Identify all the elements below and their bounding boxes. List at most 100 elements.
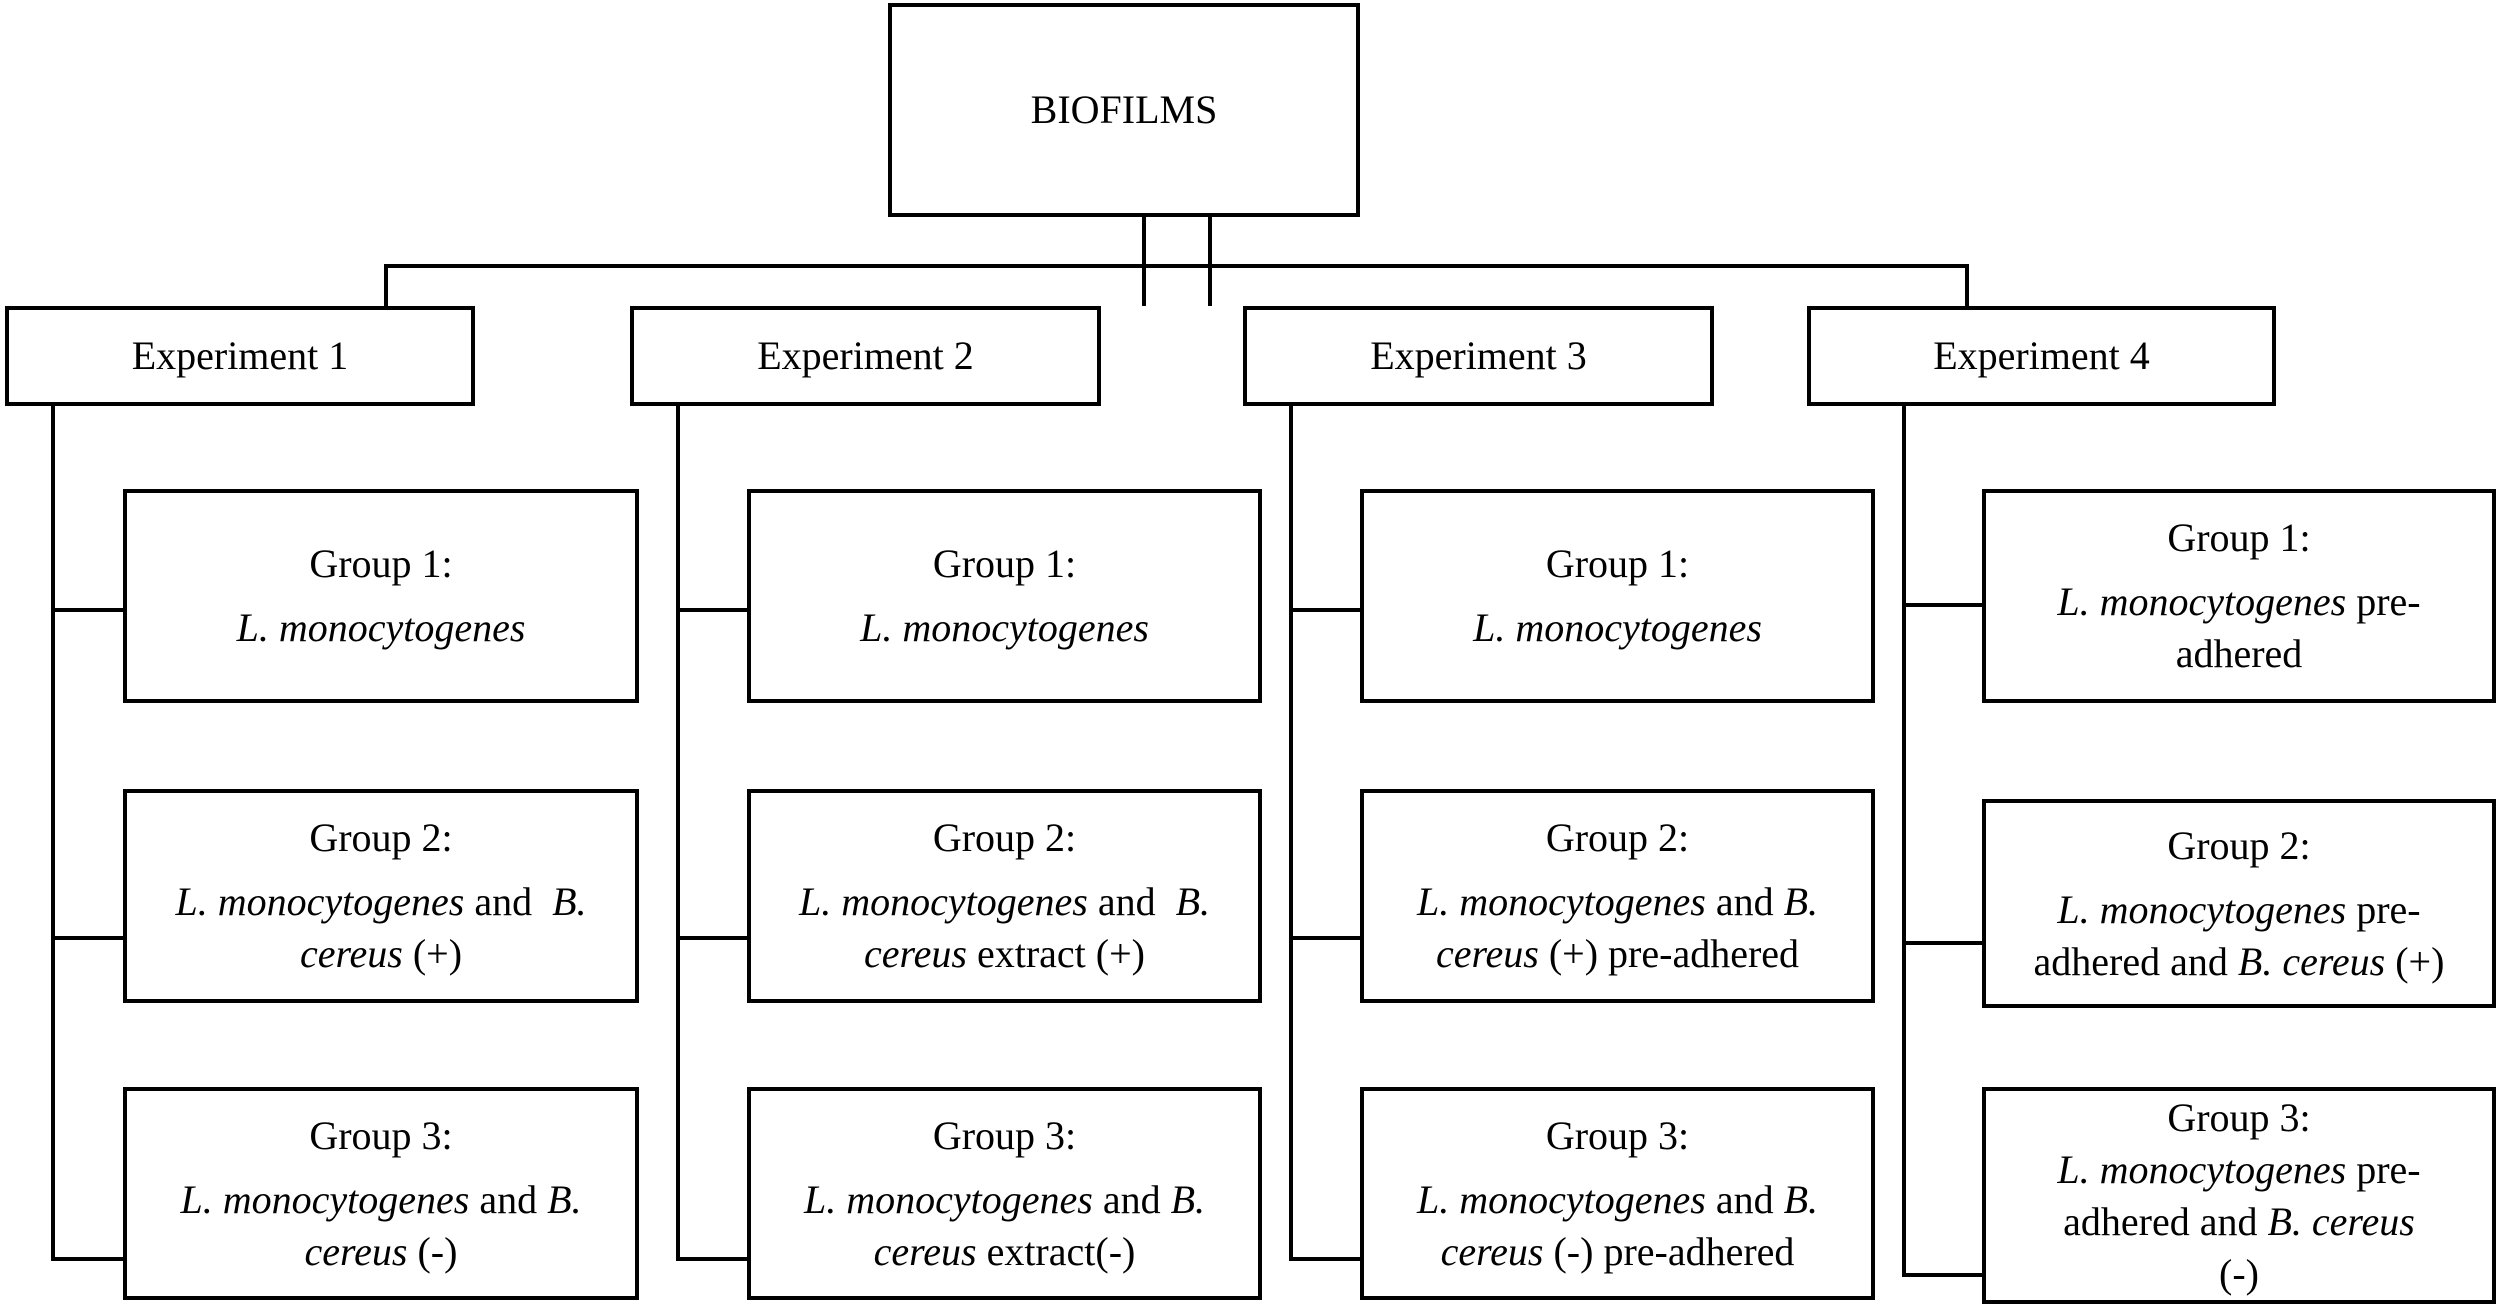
group-title: Group 1: [309,541,453,586]
group-title: Group 2: [2167,822,2311,868]
species-name: L. monocytogenes [860,605,1149,650]
species-name: B. cereus [2237,938,2386,984]
experiment-2-group-2: Group 2:L. monocytogenes and B.cereus ex… [747,789,1262,1003]
group-title: Group 3: [1545,1112,1690,1158]
group-title: Group 2: [309,815,453,860]
experiment-3-group-3-branch [1289,1257,1361,1261]
group-description-line: cereus (+) pre-adhered [1417,928,1818,980]
group-description: L. monocytogenes pre-adhered [2057,576,2420,680]
group-title: Group 1: [2167,515,2311,560]
experiment-3-stem [1208,264,1212,306]
group-description: L. monocytogenes and B.cereus extract (+… [799,876,1210,980]
species-name: B. cereus [2267,1198,2415,1244]
group-description-line: adhered [2057,628,2420,680]
experiment-2-group-1-branch [676,608,748,612]
description-text: (+) [402,931,463,976]
group-description-line: cereus (-) pre-adhered [1417,1226,1818,1278]
experiment-1-label: Experiment 1 [131,333,349,378]
experiment-4-label: Experiment 4 [1933,333,2150,378]
species-name: B. [547,1176,582,1222]
group-description: L. monocytogenes [237,602,526,654]
group-title: Group 3: [932,1112,1077,1158]
experiment-3-group-2: Group 2:L. monocytogenes and B.cereus (+… [1360,789,1875,1003]
description-text: (+) [2385,938,2445,984]
experiment-3-group-3: Group 3: L. monocytogenes and B.cereus (-… [1360,1087,1875,1300]
species-name: B. [1783,1176,1819,1222]
experiment-1-group-3-branch [51,1257,124,1261]
group-description-line: L. monocytogenes [860,602,1149,654]
group-description-line: L. monocytogenes pre- [2057,1144,2420,1196]
experiment-3-group-2-branch [1289,936,1361,940]
root-stem-right [1208,217,1212,268]
description-text: and [469,1176,548,1222]
species-name: cereus [1440,1228,1544,1274]
description-text: and [1705,879,1784,924]
group-title: Group 3: [309,1112,453,1158]
experiment-2-node: Experiment 2 [630,306,1101,406]
species-name: L. monocytogenes [798,879,1088,924]
group-description: L. monocytogenes and B.cereus (-) pre-ad… [1417,1174,1818,1278]
description-text: adhered and [2063,1198,2268,1244]
experiment-2-label: Experiment 2 [757,333,974,378]
group-title: Group 3: [2167,1094,2311,1140]
species-name: L. monocytogenes [180,1176,470,1222]
species-name: cereus [1435,931,1539,976]
description-text: pre- [2346,1146,2421,1192]
species-name: cereus [299,931,403,976]
description-text: extract (+) [966,931,1145,976]
group-description-line: L. monocytogenes [237,602,526,654]
group-description-line: L. monocytogenes and B. [175,876,586,928]
species-name: cereus [873,1228,977,1274]
experiment-1-group-3: Group 3: L. monocytogenes and B.cereus (-… [123,1087,639,1300]
group-description-line: L. monocytogenes pre- [2034,884,2445,936]
group-description-line: cereus extract(-) [804,1226,1205,1278]
experiment-4-group-3: Group 3:L. monocytogenes pre-adhered and… [1982,1087,2496,1304]
species-name: B. [1783,879,1819,924]
group-description-line: L. monocytogenes and B. [1417,1174,1818,1226]
experiment-4-group-1-branch [1902,603,1983,607]
experiment-4-node: Experiment 4 [1807,306,2276,406]
group-title: Group 1: [932,541,1077,586]
experiment-4-group-2: Group 2: L. monocytogenes pre-adhered and… [1982,799,2496,1008]
group-description-line: adhered and B. cereus [2057,1196,2420,1248]
species-name: L. monocytogenes [1416,879,1706,924]
experiment-2-group-3-branch [676,1257,748,1261]
root-label: BIOFILMS [1030,87,1218,132]
experiment-1-group-2: Group 2: L. monocytogenes and B.cereus (+… [123,789,639,1003]
group-description-line: L. monocytogenes [1473,602,1762,654]
group-description-line: cereus (-) [180,1226,581,1278]
experiment-2-group-3: Group 3: L. monocytogenes and B.cereus ex… [747,1087,1262,1300]
description-text: and [1087,879,1176,924]
description-text: and [1092,1176,1171,1222]
group-description: L. monocytogenes and B.cereus (+) pre-ad… [1417,876,1818,980]
group-description-line: L. monocytogenes and B. [804,1174,1205,1226]
group-description-line: adhered and B. cereus (+) [2034,936,2445,988]
experiment-1-group-1-branch [51,608,124,612]
species-name: L. monocytogenes [2057,1146,2347,1192]
description-text: (-) [2219,1250,2259,1296]
species-name: B. [1170,1176,1206,1222]
description-text: and [1705,1176,1784,1222]
experiment-4-stem [1965,264,1969,306]
group-description: L. monocytogenes and B.cereus (-) [180,1174,581,1278]
experiment-4-group-1: Group 1: L. monocytogenes pre-adhered [1982,489,2496,703]
species-name: L. monocytogenes [1416,1176,1706,1222]
experiment-1-spine [51,406,55,1261]
experiment-2-spine [676,406,680,1261]
group-description-line: L. monocytogenes and B. [1417,876,1818,928]
experiment-3-label: Experiment 3 [1370,333,1587,378]
experiment-3-group-1: Group 1:L. monocytogenes [1360,489,1875,703]
experiment-1-node: Experiment 1 [5,306,475,406]
experiment-2-stem [1142,264,1146,306]
group-description-line: L. monocytogenes and B. [799,876,1210,928]
species-name: L. monocytogenes [2057,579,2347,624]
species-name: L. monocytogenes [236,605,526,650]
species-name: B. [552,879,587,924]
experiment-4-group-2-branch [1902,941,1983,945]
experiment-2-group-2-branch [676,936,748,940]
group-description: L. monocytogenes and B.cereus (+) [175,876,586,980]
group-description: L. monocytogenes [1473,602,1762,654]
experiment-4-group-3-branch [1902,1273,1983,1277]
description-text: extract(-) [976,1228,1136,1274]
